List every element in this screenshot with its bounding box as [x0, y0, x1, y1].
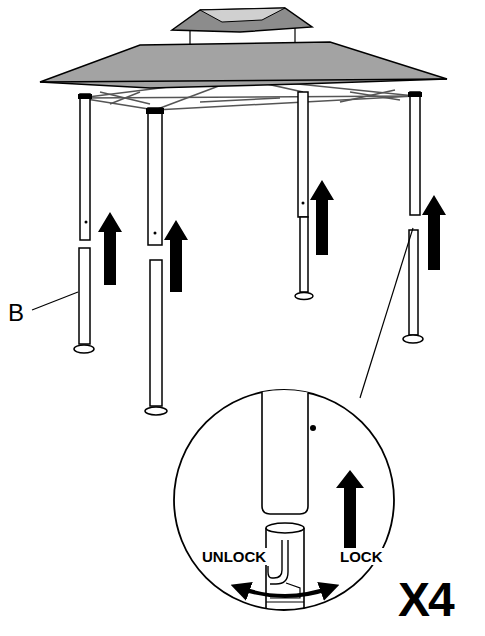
lock-label: LOCK [338, 548, 385, 565]
vent-roof [172, 8, 312, 32]
unlock-label: UNLOCK [200, 548, 268, 565]
up-arrows [98, 180, 446, 292]
lock-detail [262, 367, 316, 620]
gazebo-legs [74, 92, 423, 415]
quantity-label: X4 [398, 576, 453, 624]
part-letter: B [8, 301, 24, 325]
twist-arrow [240, 588, 330, 596]
main-roof [40, 42, 447, 88]
